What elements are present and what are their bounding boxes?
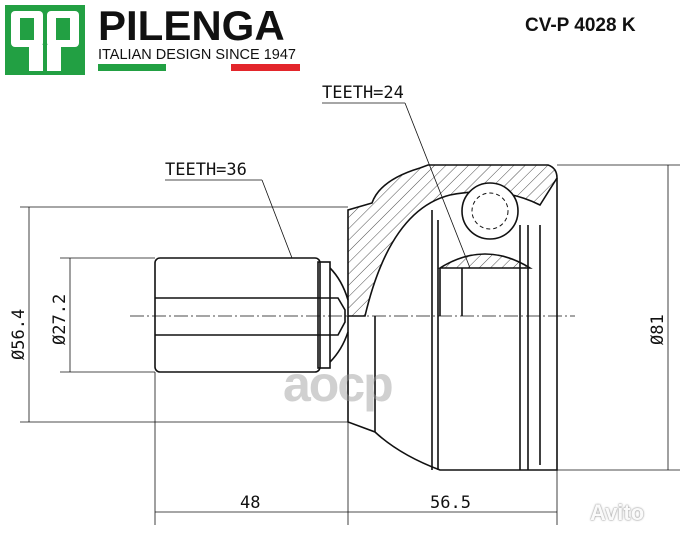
teeth-outer-label: TEETH=24 bbox=[322, 83, 404, 103]
flag-stripe-green bbox=[98, 64, 166, 71]
aocp-watermark: aocp bbox=[283, 356, 394, 412]
ball bbox=[461, 182, 519, 240]
stub-shaft bbox=[154, 257, 321, 373]
pilenga-logo-mark bbox=[5, 5, 85, 75]
qp-logo-icon bbox=[11, 11, 79, 71]
part-number: CV-P 4028 K bbox=[525, 15, 636, 36]
teeth-shaft-label: TEETH=36 bbox=[165, 160, 247, 180]
housing-diameter-dim: Ø81 bbox=[648, 314, 668, 345]
avito-watermark: Avito bbox=[590, 500, 645, 525]
housing-length-dim: 56.5 bbox=[430, 493, 471, 513]
inner-race bbox=[437, 253, 533, 269]
flag-stripe-red bbox=[231, 64, 300, 71]
shaft-diameter-dim: Ø27.2 bbox=[50, 294, 70, 345]
housing-outline bbox=[347, 178, 558, 471]
shaft-length-dim: 48 bbox=[240, 493, 260, 513]
brand-tagline: ITALIAN DESIGN SINCE 1947 bbox=[98, 47, 296, 63]
outer-diameter-dim: Ø56.4 bbox=[9, 309, 29, 360]
housing-section bbox=[347, 164, 558, 317]
brand-name: PILENGA bbox=[98, 2, 285, 49]
